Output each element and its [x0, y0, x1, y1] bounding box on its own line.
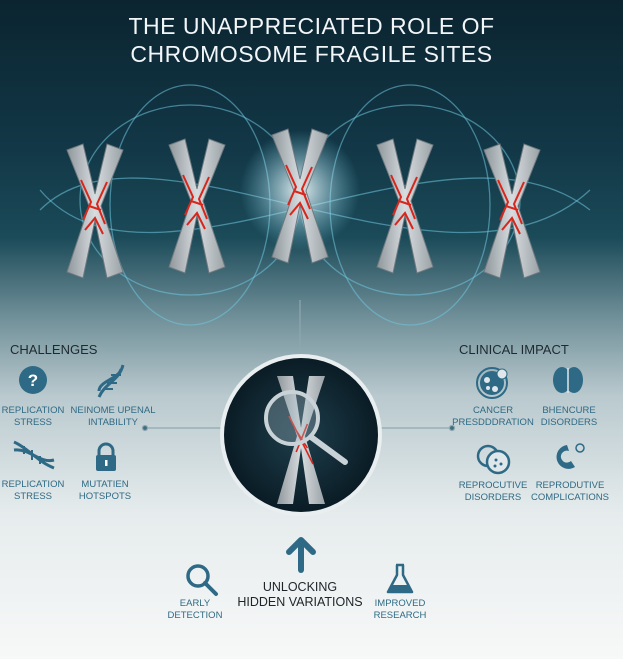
label-line: UNLOCKING [262, 580, 338, 594]
page-title: THE UNAPPRECIATED ROLE OF CHROMOSOME FRA… [0, 12, 623, 68]
label-line: MUTATIEN [81, 479, 129, 490]
chromosome [271, 128, 329, 264]
clinical-impact-heading: CLINICAL IMPACT [459, 342, 569, 357]
magnifier-icon [186, 564, 218, 596]
label-line: REPLICATION [1, 479, 65, 490]
label-line: INTABILITY [88, 417, 138, 428]
title-line: THE UNAPPRECIATED ROLE OF [128, 13, 495, 39]
label-line: HIDDEN VARIATIONS [237, 595, 363, 609]
label-line: REPRODUTIVE [535, 480, 605, 491]
cells-icon [476, 444, 511, 475]
lock-icon [96, 442, 116, 471]
chromosomes [66, 128, 541, 279]
label-line: COMPLICATIONS [531, 492, 609, 503]
label-line: STRESS [13, 491, 52, 502]
up-arrow-icon [286, 537, 316, 573]
flask-icon [386, 563, 414, 594]
chromosome [376, 138, 434, 274]
svg-text:?: ? [28, 371, 38, 390]
brain-icon [553, 367, 583, 393]
challenges-heading: CHALLENGES [10, 342, 98, 357]
fetus-icon [556, 443, 585, 469]
cell-icon [476, 367, 508, 399]
label-line: EARLY [179, 598, 211, 609]
label-line: IMPROVED [374, 598, 426, 609]
label-line: RESEARCH [373, 610, 427, 621]
label-line: DISORDERS [464, 492, 522, 503]
label-line: DETECTION [167, 610, 223, 621]
magnifier-circle [220, 354, 382, 516]
label-line: BHENCURE [542, 405, 596, 416]
label-line: CANCER [472, 405, 514, 416]
label-line: HOTSPOTS [78, 491, 132, 502]
dna-icon [97, 364, 125, 398]
chromosome [483, 143, 541, 279]
chromosome [168, 138, 226, 274]
chromosome [66, 143, 124, 279]
title-line: CHROMOSOME FRAGILE SITES [130, 41, 493, 67]
label-line: STRESS [13, 417, 52, 428]
label-line: REPLICATION [1, 405, 65, 416]
label-line: DISORDERS [540, 417, 598, 428]
question-icon: ? [19, 366, 47, 394]
label-line: PRESDDDRATION [452, 417, 534, 428]
label-line: NEINOME UPENAL [70, 405, 156, 416]
label-line: REPROCUTIVE [458, 480, 528, 491]
connector-lines [141, 300, 456, 432]
dna-icon [13, 440, 55, 470]
